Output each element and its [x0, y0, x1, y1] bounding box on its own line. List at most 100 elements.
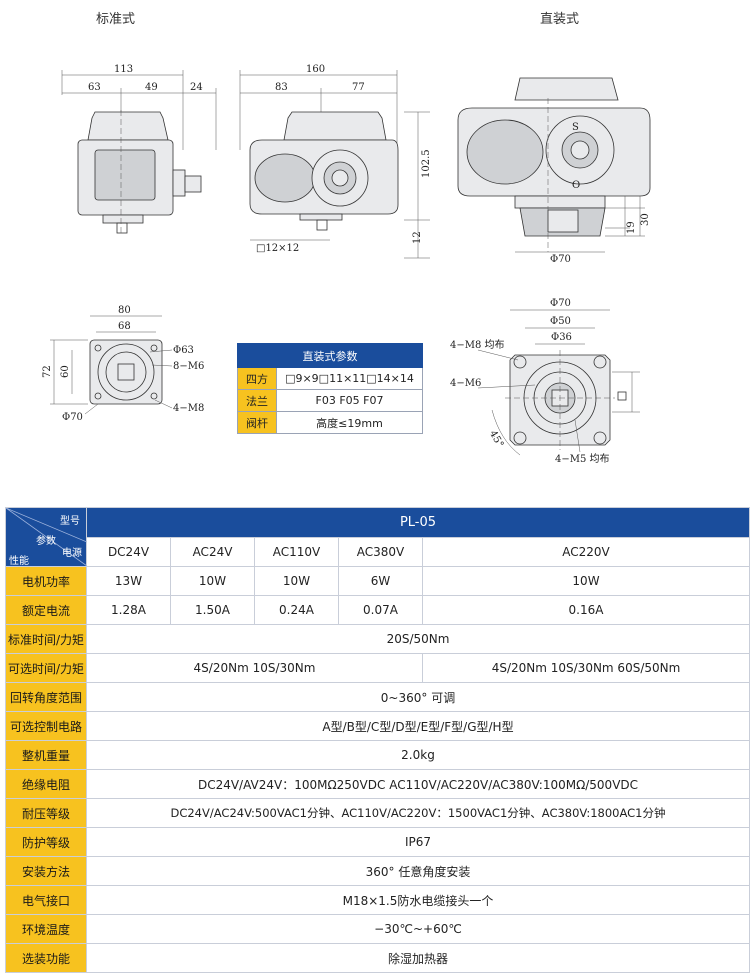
param-table-title: 直装式参数: [237, 343, 423, 368]
dim-49: 49: [145, 82, 158, 93]
param-key: 四方: [237, 367, 277, 390]
spec-cell: 1.28A: [86, 595, 171, 625]
spec-cell: −30℃~+60℃: [86, 914, 750, 944]
spec-row-label: 电气接口: [5, 885, 87, 915]
spec-row-label: 防护等级: [5, 827, 87, 857]
spec-row-label: 回转角度范围: [5, 682, 87, 712]
dim-b-phi70: Φ70: [550, 298, 571, 309]
spec-cell: A型/B型/C型/D型/E型/F型/G型/H型: [86, 711, 750, 741]
spec-row-label: 安装方法: [5, 856, 87, 886]
spec-row: 耐压等级 DC24V/AC24V:500VAC1分钟、AC110V/AC220V…: [5, 798, 750, 828]
standard-side-view: 160 83 77 102.5 12 □12×12: [239, 64, 432, 259]
param-row: 四方 □9×9□11×11□14×14: [237, 367, 423, 390]
standard-bottom-view: 80 68 72 60 Φ63 8−M6 Φ70 4−M8: [42, 305, 204, 423]
spec-cell: 10W: [170, 566, 255, 596]
param-row: 法兰 F03 F05 F07: [237, 389, 423, 412]
spec-row: 可选时间/力矩 4S/20Nm 10S/30Nm 4S/20Nm 10S/30N…: [5, 653, 750, 683]
dim-phi70-top: Φ70: [550, 254, 571, 265]
param-value: F03 F05 F07: [276, 389, 423, 412]
dim-113: 113: [114, 64, 133, 75]
spec-row-label: 额定电流: [5, 595, 87, 625]
spec-row-label: 整机重量: [5, 740, 87, 770]
dim-63: 63: [88, 82, 101, 93]
spec-cell: 0.16A: [422, 595, 750, 625]
param-value: 高度≤19mm: [276, 411, 423, 434]
direct-bottom-view: Φ70 Φ50 Φ36 4−M8 均布 4−M6 45° 4−M5 均布: [450, 298, 640, 465]
spec-cell: 20S/50Nm: [86, 624, 750, 654]
spec-row: 环境温度 −30℃~+60℃: [5, 914, 750, 944]
param-value: □9×9□11×11□14×14: [276, 367, 423, 390]
spec-cell: M18×1.5防水电缆接头一个: [86, 885, 750, 915]
corner-model: 型号: [60, 516, 80, 527]
param-key: 阀杆: [237, 411, 277, 434]
spec-cell: 0.24A: [254, 595, 339, 625]
spec-row-label: 选装功能: [5, 943, 87, 973]
spec-cell: 360° 任意角度安装: [86, 856, 750, 886]
dim-b-phi36: Φ36: [551, 332, 572, 343]
dim-24: 24: [190, 82, 203, 93]
voltage-header: AC24V: [170, 537, 255, 567]
direct-param-table: 直装式参数 四方 □9×9□11×11□14×14 法兰 F03 F05 F07…: [237, 343, 423, 434]
dim-b-45: 45°: [487, 429, 505, 450]
spec-cell: 13W: [86, 566, 171, 596]
spec-row: 防护等级 IP67: [5, 827, 750, 857]
spec-row-label: 可选时间/力矩: [5, 653, 87, 683]
dim-phi63: Φ63: [173, 345, 194, 356]
standard-title: 标准式: [96, 12, 136, 27]
spec-row: 电机功率 13W 10W 10W 6W 10W: [5, 566, 750, 596]
dim-30: 30: [640, 213, 651, 226]
spec-cell: DC24V/AV24V：100MΩ250VDC AC110V/AC220V/AC…: [86, 769, 750, 799]
spec-row: 额定电流 1.28A 1.50A 0.24A 0.07A 0.16A: [5, 595, 750, 625]
spec-row: 回转角度范围 0~360° 可调: [5, 682, 750, 712]
spec-cell: 0.07A: [338, 595, 423, 625]
spec-row: 可选控制电路 A型/B型/C型/D型/E型/F型/G型/H型: [5, 711, 750, 741]
label-s: S: [572, 122, 579, 133]
dim-4-m8-left: 4−M8: [173, 403, 204, 414]
spec-cell: 4S/20Nm 10S/30Nm: [86, 653, 423, 683]
param-key: 法兰: [237, 389, 277, 412]
dim-102-5: 102.5: [421, 149, 432, 178]
spec-cell: 2.0kg: [86, 740, 750, 770]
direct-mount-view: S O 19 30 Φ70: [457, 77, 651, 265]
dim-19: 19: [626, 221, 637, 234]
dim-83: 83: [275, 82, 288, 93]
voltage-header: AC220V: [422, 537, 750, 567]
spec-row: 选装功能 除湿加热器: [5, 943, 750, 973]
spec-row-label: 绝缘电阻: [5, 769, 87, 799]
spec-cell: 10W: [422, 566, 750, 596]
spec-row: 标准时间/力矩 20S/50Nm: [5, 624, 750, 654]
param-row: 阀杆 高度≤19mm: [237, 411, 423, 434]
spec-row-label: 耐压等级: [5, 798, 87, 828]
dim-80: 80: [118, 305, 131, 316]
dim-12: 12: [412, 231, 423, 244]
dim-b-4-m5: 4−M5 均布: [555, 453, 610, 465]
dim-77: 77: [352, 82, 365, 93]
dim-b-4-m8: 4−M8 均布: [450, 339, 505, 351]
voltage-header: AC380V: [338, 537, 423, 567]
corner-power: 电源: [62, 548, 82, 559]
spec-row-label: 可选控制电路: [5, 711, 87, 741]
technical-drawings: 113 63 49 24 160 83 77 102.5 12: [42, 64, 651, 465]
spec-row: 安装方法 360° 任意角度安装: [5, 856, 750, 886]
standard-front-view: 113 63 49 24: [61, 64, 217, 235]
dim-8-m6: 8−M6: [173, 361, 204, 372]
dim-72: 72: [42, 365, 53, 378]
dim-60: 60: [60, 365, 71, 378]
dim-12x12: □12×12: [256, 243, 299, 254]
label-o: O: [572, 180, 580, 191]
spec-cell: 4S/20Nm 10S/30Nm 60S/50Nm: [422, 653, 750, 683]
dim-b-4-m6: 4−M6: [450, 378, 481, 389]
spec-cell: 除湿加热器: [86, 943, 750, 973]
voltage-header: AC110V: [254, 537, 339, 567]
corner-performance: 性能: [9, 556, 29, 567]
spec-cell: DC24V/AC24V:500VAC1分钟、AC110V/AC220V：1500…: [86, 798, 750, 828]
spec-cell: 1.50A: [170, 595, 255, 625]
spec-row: 电气接口 M18×1.5防水电缆接头一个: [5, 885, 750, 915]
spec-row-label: 标准时间/力矩: [5, 624, 87, 654]
model-value: PL-05: [86, 507, 750, 538]
spec-row-label: 电机功率: [5, 566, 87, 596]
dim-b-phi50: Φ50: [550, 316, 571, 327]
corner-params: 参数: [36, 536, 56, 547]
spec-cell: 10W: [254, 566, 339, 596]
spec-table: 型号 参数 电源 性能 PL-05 DC24V AC24V AC110V AC3…: [5, 507, 750, 973]
